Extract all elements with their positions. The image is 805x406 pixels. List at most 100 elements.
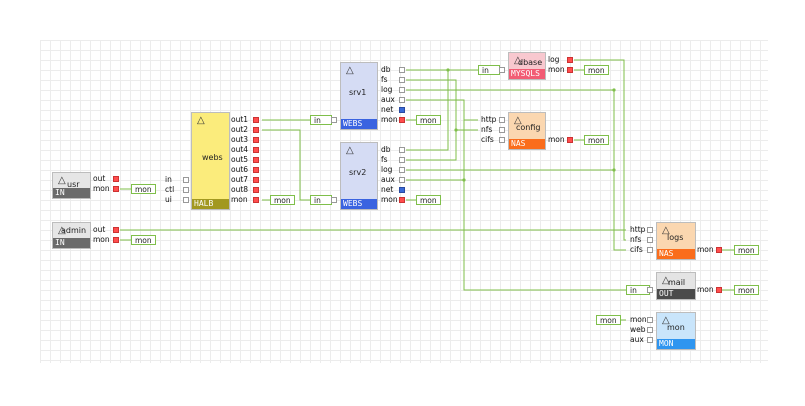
tag-config-mon[interactable]: mon <box>584 135 609 145</box>
port-webs-out5: out5 <box>231 155 249 164</box>
port-logs-http-arrow[interactable] <box>647 227 653 233</box>
port-srv2-aux: aux <box>381 175 395 184</box>
node-mail-title: mail <box>668 278 686 287</box>
tag-webs-mon[interactable]: mon <box>270 195 295 205</box>
node-logs-type: NAS <box>657 249 695 259</box>
port-srv1-log-arrow[interactable] <box>399 87 405 93</box>
port-webs-out7: out7 <box>231 175 249 184</box>
port-srv1-db-arrow[interactable] <box>399 67 405 73</box>
node-srv1[interactable]: △ srv1 WEBS <box>340 62 378 130</box>
port-admin-mon-arrow[interactable] <box>113 237 119 243</box>
port-webs-mon-arrow[interactable] <box>253 197 259 203</box>
port-webs-out6-arrow[interactable] <box>253 167 259 173</box>
node-usr[interactable]: △ usr IN <box>52 172 91 199</box>
node-mon[interactable]: △ mon MON <box>656 312 696 350</box>
port-srv2-in-arrow[interactable] <box>331 197 337 203</box>
tag-usr-mon[interactable]: mon <box>131 184 156 194</box>
port-webs-out8-arrow[interactable] <box>253 187 259 193</box>
port-webs-out1-arrow[interactable] <box>253 117 259 123</box>
port-config-mon-arrow[interactable] <box>567 137 573 143</box>
node-dbase-title: dbase <box>518 58 543 67</box>
port-logs-http: http <box>630 225 646 234</box>
tag-logs-mon[interactable]: mon <box>734 245 759 255</box>
port-srv1-aux-arrow[interactable] <box>399 97 405 103</box>
port-admin-out-arrow[interactable] <box>113 227 119 233</box>
node-config[interactable]: △ config NAS <box>508 112 546 150</box>
port-usr-out: out <box>93 174 106 183</box>
port-srv2-mon-arrow[interactable] <box>399 197 405 203</box>
port-srv2-log-arrow[interactable] <box>399 167 405 173</box>
tag-admin-mon[interactable]: mon <box>131 235 156 245</box>
port-logs-mon: mon <box>697 245 714 254</box>
port-webs-ctl-arrow[interactable] <box>183 187 189 193</box>
tag-mail-mon[interactable]: mon <box>734 285 759 295</box>
junction-logs <box>612 168 616 172</box>
port-webs-in-arrow[interactable] <box>183 177 189 183</box>
port-mail-mon-arrow[interactable] <box>716 287 722 293</box>
node-admin[interactable]: △ admin IN <box>52 222 91 249</box>
port-mon-web-arrow[interactable] <box>647 327 653 333</box>
tag-srv2-mon[interactable]: mon <box>416 195 441 205</box>
node-logs[interactable]: △ logs NAS <box>656 222 696 260</box>
port-webs-out3-arrow[interactable] <box>253 137 259 143</box>
node-webs-title: webs <box>202 153 223 162</box>
port-webs-out4-arrow[interactable] <box>253 147 259 153</box>
tux-icon: △ <box>514 55 522 66</box>
port-webs-out7-arrow[interactable] <box>253 177 259 183</box>
port-dbase-mon: mon <box>548 65 565 74</box>
port-webs-out5-arrow[interactable] <box>253 157 259 163</box>
port-srv1-mon: mon <box>381 115 398 124</box>
tag-dbase-in[interactable]: in <box>478 65 500 75</box>
tux-icon: △ <box>197 115 205 126</box>
port-dbase-in-arrow[interactable] <box>499 67 505 73</box>
node-dbase[interactable]: △ dbase MYSQLS <box>508 52 546 80</box>
port-srv1-mon-arrow[interactable] <box>399 117 405 123</box>
port-config-nfs-arrow[interactable] <box>499 127 505 133</box>
port-mon-aux-arrow[interactable] <box>647 337 653 343</box>
port-usr-out-arrow[interactable] <box>113 176 119 182</box>
node-mail[interactable]: △ mail OUT <box>656 272 696 300</box>
junction-config-nfs <box>454 128 458 132</box>
tag-dbase-mon[interactable]: mon <box>584 65 609 75</box>
port-srv2-net-arrow[interactable] <box>399 187 405 193</box>
node-srv2-type: WEBS <box>341 199 377 209</box>
port-mail-mon: mon <box>697 285 714 294</box>
port-logs-nfs-arrow[interactable] <box>647 237 653 243</box>
port-dbase-log-arrow[interactable] <box>567 57 573 63</box>
port-srv1-fs-arrow[interactable] <box>399 77 405 83</box>
port-srv2-log: log <box>381 165 393 174</box>
port-config-cifs-arrow[interactable] <box>499 137 505 143</box>
port-webs-out4: out4 <box>231 145 249 154</box>
port-usr-mon-arrow[interactable] <box>113 186 119 192</box>
port-srv1-db: db <box>381 65 391 74</box>
tux-icon: △ <box>346 65 354 76</box>
port-webs-out2: out2 <box>231 125 249 134</box>
node-usr-title: usr <box>67 180 80 189</box>
port-webs-out3: out3 <box>231 135 249 144</box>
node-srv2[interactable]: △ srv2 WEBS <box>340 142 378 210</box>
port-config-cifs: cifs <box>481 135 494 144</box>
port-config-http-arrow[interactable] <box>499 117 505 123</box>
port-srv2-aux-arrow[interactable] <box>399 177 405 183</box>
port-webs-out2-arrow[interactable] <box>253 127 259 133</box>
tag-srv1-mon[interactable]: mon <box>416 115 441 125</box>
tag-srv2-in[interactable]: in <box>310 195 332 205</box>
port-admin-mon: mon <box>93 235 110 244</box>
tux-icon: △ <box>662 315 670 326</box>
port-webs-ui-arrow[interactable] <box>183 197 189 203</box>
port-srv2-fs-arrow[interactable] <box>399 157 405 163</box>
node-webs[interactable]: △ webs HALB <box>191 112 230 210</box>
port-logs-cifs-arrow[interactable] <box>647 247 653 253</box>
port-dbase-mon-arrow[interactable] <box>567 67 573 73</box>
port-mail-in-arrow[interactable] <box>647 287 653 293</box>
tag-mon-in[interactable]: mon <box>596 315 621 325</box>
port-mon-mon-arrow[interactable] <box>647 317 653 323</box>
tag-srv1-in[interactable]: in <box>310 115 332 125</box>
port-logs-mon-arrow[interactable] <box>716 247 722 253</box>
port-srv1-in-arrow[interactable] <box>331 117 337 123</box>
port-srv1-net-arrow[interactable] <box>399 107 405 113</box>
node-webs-type: HALB <box>192 199 229 209</box>
port-srv2-db-arrow[interactable] <box>399 147 405 153</box>
node-mon-title: mon <box>667 323 685 332</box>
